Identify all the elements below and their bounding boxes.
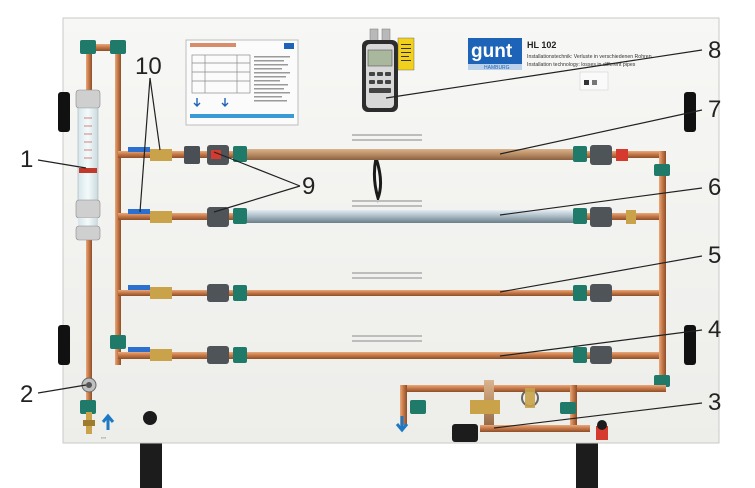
test-pipe-4: [118, 352, 663, 359]
pipe-clamps-right: [654, 164, 670, 387]
schematic-poster: [185, 39, 299, 126]
title-german: Installationstechnik: Verluste in versch…: [527, 54, 652, 60]
pipe-clamps-left: [80, 40, 126, 414]
ball-valves: [128, 147, 172, 361]
inlet-valve: [81, 377, 97, 434]
flowmeter: [75, 89, 101, 241]
pressure-fittings: [184, 145, 636, 364]
callout-10: 10: [135, 53, 162, 80]
digital-manometer: [362, 28, 415, 203]
callout-8: 8: [708, 37, 721, 64]
callout-6: 6: [708, 174, 721, 201]
inlet-label: ▪▪▪▪: [101, 436, 106, 440]
callout-1: 1: [20, 146, 33, 173]
brand-sub-text: HAMBURG: [484, 65, 510, 71]
test-pipe-6: [118, 210, 663, 223]
model-label: HL 102: [527, 40, 556, 50]
test-pipe-5: [118, 290, 663, 296]
panel-handles: [58, 92, 696, 365]
callout-7: 7: [708, 96, 721, 123]
callout-4: 4: [708, 316, 721, 343]
callout-3: 3: [708, 389, 721, 416]
pipe-clamps-bottom: [410, 400, 576, 414]
brand-text: gunt: [471, 41, 513, 62]
inlet-arrow-icon: [101, 413, 115, 430]
pipe-labels: [352, 134, 422, 342]
sticker-mark: [584, 80, 589, 85]
pipe-clamps-lines: [233, 146, 587, 363]
test-pipe-7: [118, 149, 663, 160]
stand: [140, 438, 598, 488]
gunt-logo: gunt HAMBURG: [468, 38, 522, 71]
outlet-manifold: [400, 380, 666, 442]
sticker-mark: [592, 80, 597, 85]
outlet-arrow-icon: [395, 416, 409, 433]
callout-5: 5: [708, 242, 721, 269]
callout-leaders: [37, 49, 703, 429]
right-return-pipe: [659, 151, 666, 391]
mounting-knob: [143, 411, 157, 425]
title-english: Installation technology: losses in diffe…: [527, 62, 636, 68]
callout-9: 9: [302, 173, 315, 200]
callout-2: 2: [20, 381, 33, 408]
